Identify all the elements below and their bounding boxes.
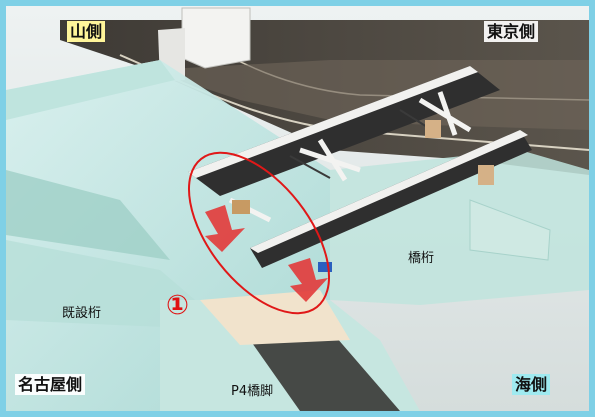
label-bridge-girder: 橋桁 — [408, 251, 435, 266]
pier-top — [200, 290, 350, 345]
label-sea-side: 海側 — [512, 374, 551, 395]
girder-beam-lower — [250, 130, 532, 268]
girder-flange-lower — [250, 130, 528, 253]
move-arrow-2 — [288, 258, 328, 302]
step-marker-1: ① — [166, 290, 189, 321]
jack-block-2 — [318, 262, 332, 272]
highlight-ellipse — [187, 151, 331, 315]
column-structure — [181, 7, 251, 69]
label-p4-pier: P4橋脚 — [231, 384, 274, 399]
label-mountain-side: 山側 — [67, 21, 106, 42]
label-existing-girder: 既設桁 — [62, 306, 102, 321]
support-block-1 — [425, 120, 441, 138]
cross-bracing — [228, 91, 472, 223]
jack-block-1 — [232, 200, 250, 214]
label-tokyo-side: 東京側 — [484, 21, 539, 42]
girder-flange-upper — [188, 66, 478, 178]
existing-girder-block — [6, 170, 170, 260]
support-block-2 — [478, 165, 494, 185]
pier-cap — [469, 199, 551, 261]
road-lower — [250, 330, 400, 411]
existing-top-edge — [6, 60, 175, 120]
label-nagoya-side: 名古屋側 — [15, 374, 86, 395]
move-arrow-1 — [205, 205, 245, 252]
